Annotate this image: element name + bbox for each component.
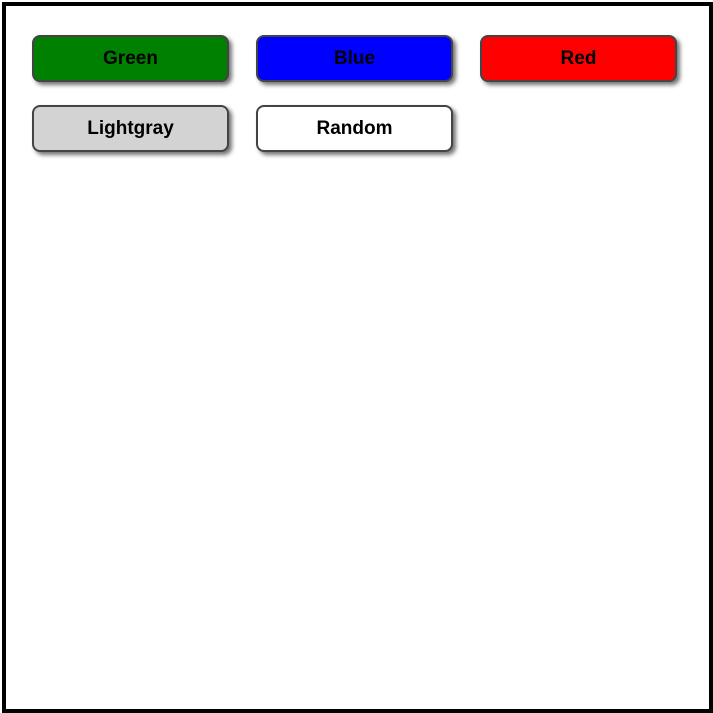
lightgray-button[interactable]: Lightgray <box>32 105 229 152</box>
random-button[interactable]: Random <box>256 105 453 152</box>
green-button[interactable]: Green <box>32 35 229 82</box>
red-button[interactable]: Red <box>480 35 677 82</box>
blue-button[interactable]: Blue <box>256 35 453 82</box>
